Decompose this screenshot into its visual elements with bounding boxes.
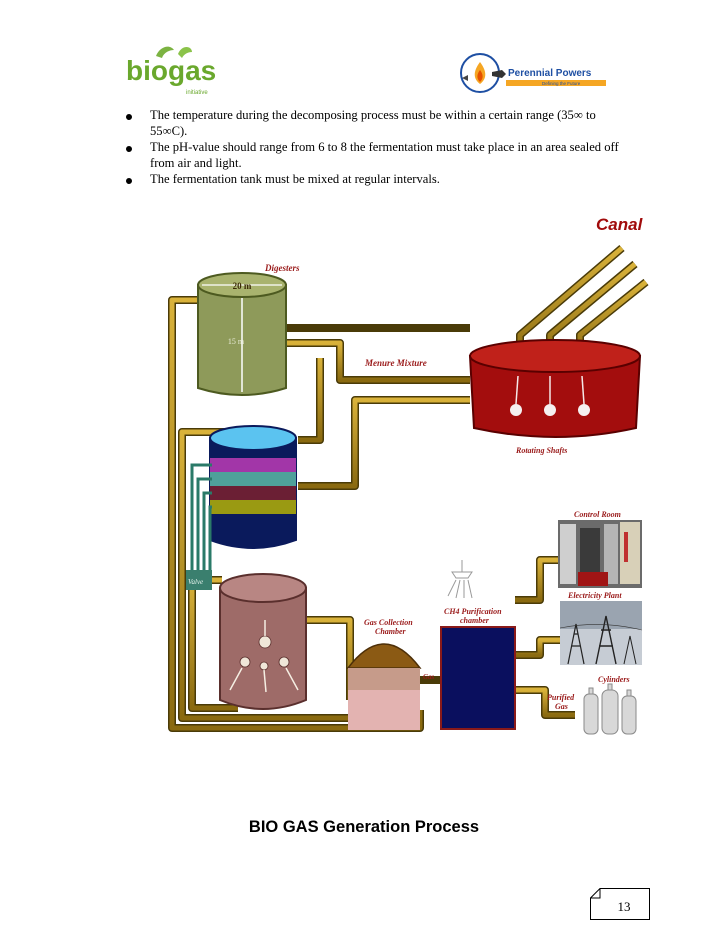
perennial-powers-tagline: Defining the Future	[542, 81, 581, 86]
digester-height-label: 15 m	[228, 337, 245, 346]
control-room-image	[558, 520, 642, 588]
digester-tank: 20 m 15 m	[197, 272, 287, 396]
gas-collection-label-2: Chamber	[375, 627, 407, 636]
gas-collection-label-1: Gas Collection	[364, 618, 413, 627]
biogas-logo-sub: initiative	[186, 90, 208, 96]
cylinders-image	[583, 683, 637, 735]
digesters-label: Digesters	[264, 263, 300, 273]
control-room-label: Control Room	[574, 510, 621, 519]
fermentation-vessel	[468, 339, 642, 438]
electricity-plant-image	[559, 601, 643, 665]
requirements-list: The temperature during the decomposing p…	[120, 108, 625, 189]
bullet-icon	[126, 114, 132, 120]
biogas-logo-text: biogas	[126, 55, 216, 86]
page-number: 13	[617, 899, 631, 914]
sprinkler-icon	[447, 560, 473, 599]
list-item: The temperature during the decomposing p…	[120, 108, 625, 139]
canal-label: Canal	[596, 215, 644, 234]
ch4-label-1: CH4 Purification	[444, 607, 502, 616]
purified-gas-label-2: Gas	[555, 702, 568, 711]
bullet-icon	[126, 178, 132, 185]
list-item: The fermentation tank must be mixed at r…	[120, 172, 625, 188]
gas-label: Gas	[423, 673, 435, 681]
digester-width-label: 20 m	[233, 281, 252, 291]
ch4-label-2: chamber	[460, 616, 490, 625]
valve-label: Valve	[188, 578, 203, 586]
list-item: The pH-value should range from 6 to 8 th…	[120, 140, 625, 171]
mixing-tank	[219, 573, 307, 710]
gas-collection-chamber	[346, 643, 422, 730]
cylinders-label: Cylinders	[598, 675, 630, 684]
menure-mixture-label: Menure Mixture	[364, 358, 427, 368]
storage-tank: Valve	[186, 425, 297, 590]
perennial-powers-logo: Perennial Powers Defining the Future	[460, 53, 606, 93]
page-number-box	[590, 888, 650, 920]
biogas-process-diagram: 20 m 15 m Digesters Valve	[168, 215, 649, 735]
ch4-purification-chamber	[440, 626, 516, 730]
biogas-logo: biogas initiative	[126, 46, 216, 96]
purified-gas-label-1: Purified	[547, 693, 575, 702]
rotating-shafts-label: Rotating Shafts	[515, 446, 567, 455]
perennial-powers-text: Perennial Powers	[508, 68, 592, 79]
electricity-plant-label: Electricity Plant	[567, 591, 622, 600]
figure-caption: BIO GAS Generation Process	[248, 818, 480, 836]
bullet-icon	[126, 146, 132, 153]
